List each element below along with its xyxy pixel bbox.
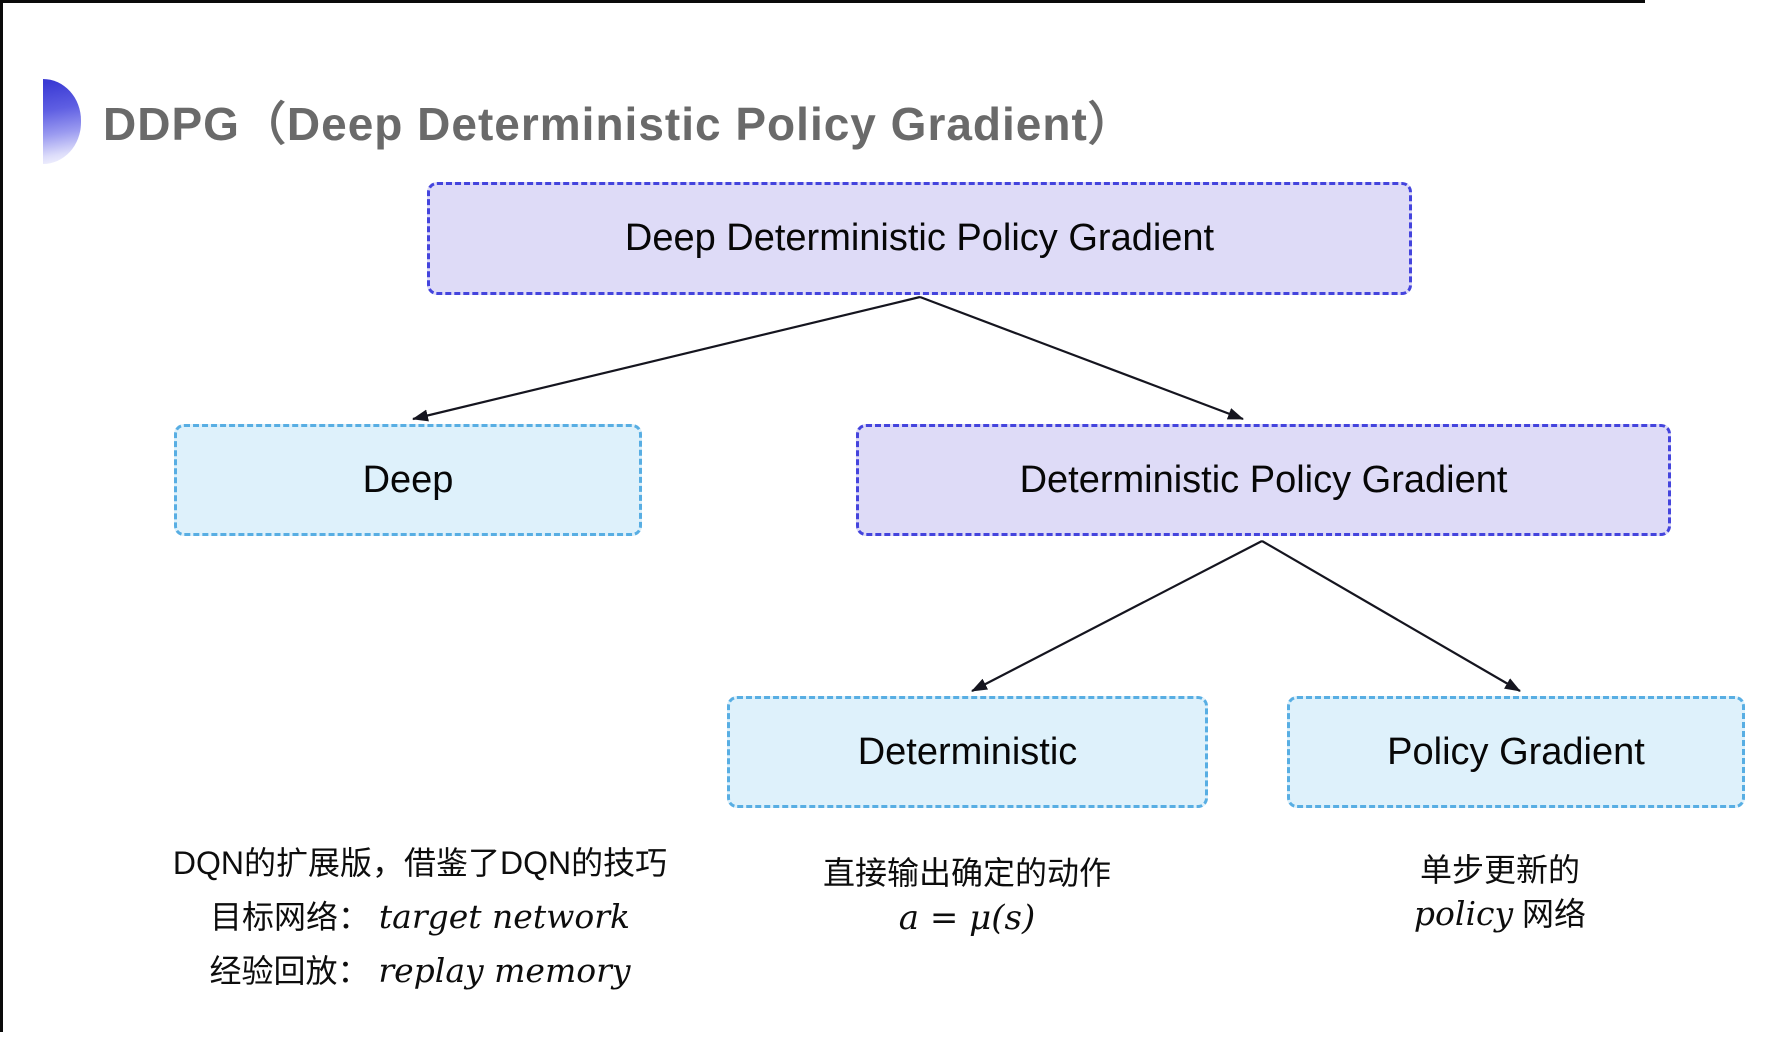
note-deep-line2-label: 目标网络： [210, 899, 371, 935]
frame-border-top [0, 0, 1645, 3]
note-deep-line3-label: 经验回放： [209, 953, 370, 989]
tree-node-deterministic-label: Deterministic [857, 730, 1078, 773]
note-block-policy-gradient: 单步更新的 policy 网络 [1300, 848, 1700, 936]
note-deterministic-formula: a = μ(s) [898, 898, 1036, 938]
note-deep-line3-term: replay memory [378, 951, 631, 990]
tree-node-policy-gradient-label: Policy Gradient [1387, 730, 1645, 773]
page-title: DDPG（Deep Deterministic Policy Gradient） [103, 98, 1135, 150]
tree-node-deterministic-policy-gradient: Deterministic Policy Gradient [856, 424, 1671, 536]
note-pg-line2-term: policy [1413, 894, 1514, 933]
note-deep-line1: DQN的扩展版，借鉴了DQN的技巧 [172, 845, 668, 881]
arrow-dpg-to-policy-gradient [1261, 540, 1521, 692]
tree-node-policy-gradient: Policy Gradient [1287, 696, 1745, 808]
frame-border-left [0, 0, 3, 1032]
note-block-deep: DQN的扩展版，借鉴了DQN的技巧 目标网络： target network 经… [120, 836, 720, 998]
arrow-root-to-dpg [919, 295, 1244, 421]
tree-node-root: Deep Deterministic Policy Gradient [427, 182, 1412, 295]
note-pg-line1: 单步更新的 [1419, 852, 1580, 888]
tree-node-root-label: Deep Deterministic Policy Gradient [624, 217, 1215, 259]
note-deterministic-line1: 直接输出确定的动作 [822, 855, 1111, 891]
note-block-deterministic: 直接输出确定的动作 a = μ(s) [767, 851, 1167, 941]
tree-node-deep-label: Deep [362, 458, 454, 501]
note-pg-line2-suffix: 网络 [1513, 896, 1587, 932]
note-deep-line2: 目标网络： target network [120, 890, 720, 944]
slide-header: DDPG（Deep Deterministic Policy Gradient） [43, 78, 1135, 164]
note-deep-line3: 经验回放： replay memory [120, 944, 720, 998]
tree-node-deterministic: Deterministic [727, 696, 1208, 808]
tree-node-dpg-label: Deterministic Policy Gradient [1019, 458, 1508, 501]
note-pg-line2: policy 网络 [1300, 892, 1700, 936]
note-deep-line2-term: target network [378, 897, 630, 936]
tree-node-deep: Deep [174, 424, 642, 536]
arrow-dpg-to-deterministic [971, 540, 1263, 692]
title-bullet-icon [43, 78, 81, 164]
arrow-root-to-deep [412, 295, 921, 422]
